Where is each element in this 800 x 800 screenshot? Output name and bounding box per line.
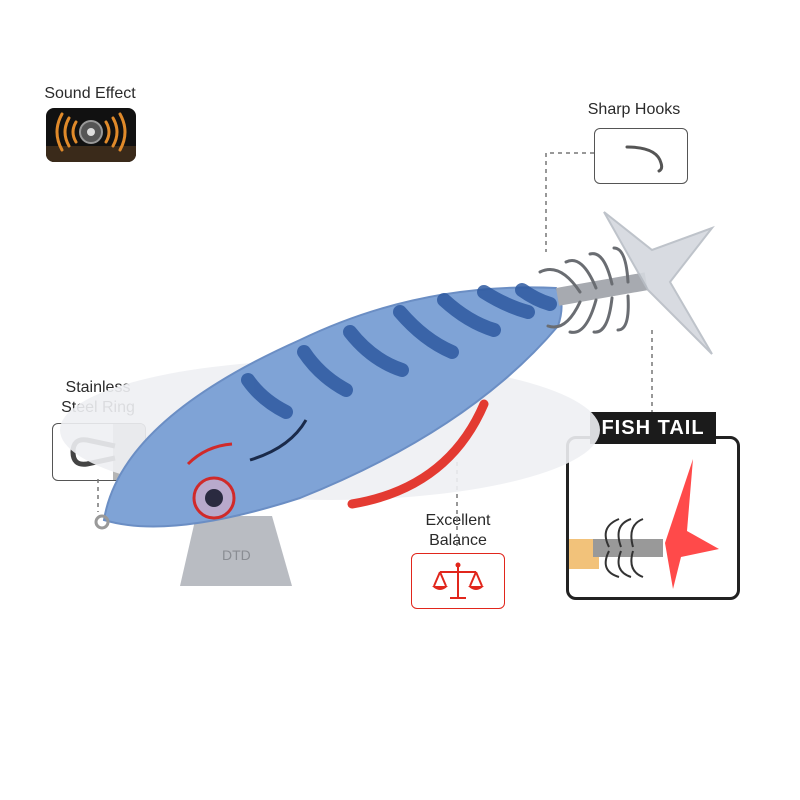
lure-stripes	[241, 283, 557, 419]
balance-label-1: Excellent	[425, 512, 491, 529]
balance-label-2: Balance	[429, 532, 487, 549]
sound-effect-label: Sound Effect	[44, 85, 136, 102]
lure-red-mark	[186, 442, 233, 466]
fish-tail-icon	[569, 459, 719, 589]
lure-pupil	[205, 489, 223, 507]
fish-tail-box	[566, 436, 740, 600]
lure-sinker	[180, 516, 292, 586]
scale-icon	[432, 562, 484, 599]
lure-gill	[249, 419, 308, 462]
balance-arc	[347, 399, 489, 509]
lure-tail-fin	[603, 211, 715, 355]
fish-tail-tag: FISH TAIL	[590, 412, 716, 444]
lure-brand-mark: DTD	[222, 547, 251, 563]
lure-nose-ring	[94, 514, 110, 530]
speaker-waves-icon	[46, 112, 136, 162]
balance-box	[411, 553, 505, 609]
sharp-hooks-box	[594, 128, 688, 184]
hook-tines	[538, 246, 630, 334]
hook-icon	[625, 145, 664, 173]
sound-effect-box	[46, 108, 136, 162]
hook-shank	[556, 272, 648, 306]
sharp-hooks-label: Sharp Hooks	[587, 101, 681, 118]
